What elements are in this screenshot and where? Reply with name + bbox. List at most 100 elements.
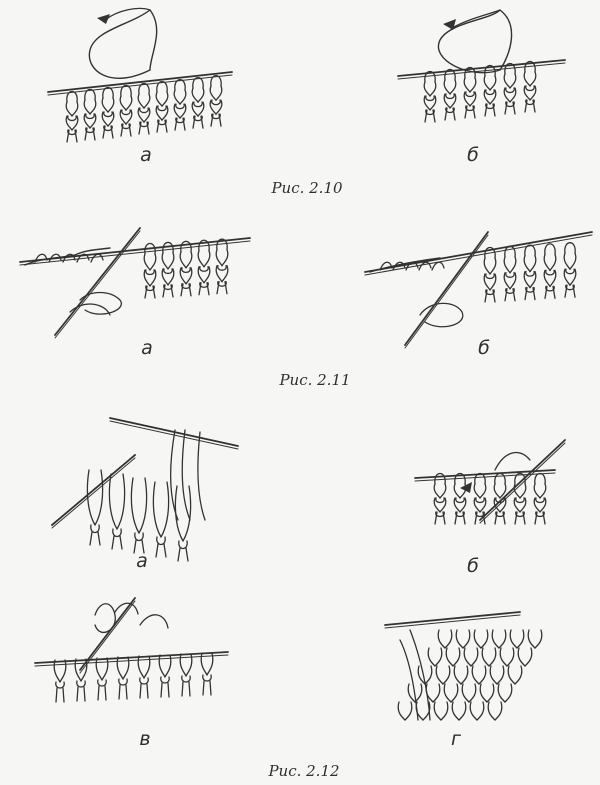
stitch-loop xyxy=(108,473,118,530)
stitch-loop xyxy=(469,701,478,721)
stitch-loop xyxy=(494,472,506,485)
stitch-loop xyxy=(484,246,496,259)
working-yarn xyxy=(88,9,158,79)
fig-2-12-label-g: г xyxy=(451,728,461,750)
stitch-loop xyxy=(158,654,166,678)
stitch-loop xyxy=(451,701,460,721)
stitch-loop xyxy=(120,84,132,97)
stitch-loop xyxy=(514,472,526,485)
stitch-loop xyxy=(180,240,192,253)
stitch-loop xyxy=(491,629,500,649)
fig-2-12-label-v: в xyxy=(139,728,151,750)
stitch-loop xyxy=(463,647,472,667)
stitch-loop xyxy=(53,659,61,683)
knitting-needle xyxy=(364,231,593,273)
right-needle xyxy=(404,231,489,346)
stitch-loop xyxy=(216,238,228,251)
stitch-loop xyxy=(527,629,536,649)
stitch-loop xyxy=(138,82,150,95)
fig-2-10-caption: Рис. 2.10 xyxy=(271,179,343,197)
fig-2-11-label-a: а xyxy=(141,337,153,359)
stitch-loop xyxy=(443,683,452,703)
stitch-loop xyxy=(200,652,208,676)
stitch-loop xyxy=(130,477,140,534)
stitch-loop xyxy=(79,291,123,315)
working-yarn xyxy=(494,451,531,471)
stitch-loop xyxy=(454,472,466,485)
stitch-loop xyxy=(499,647,508,667)
stitch-loop xyxy=(544,243,556,256)
twisted-yarn xyxy=(24,247,111,266)
stitch-loop xyxy=(504,62,516,75)
knitting-needle xyxy=(384,611,521,626)
stitch-loop xyxy=(471,665,480,685)
stitch-loop xyxy=(479,683,488,703)
stitch-loop xyxy=(464,66,476,79)
arrow-icon xyxy=(97,14,110,24)
stitch-loop xyxy=(444,68,456,81)
stitch-loop xyxy=(152,481,162,538)
stitch-loop xyxy=(210,75,222,87)
stitch-loop xyxy=(407,683,416,703)
stitch-loop xyxy=(455,629,464,649)
stitch-loop xyxy=(192,77,204,89)
stitch-loop xyxy=(86,469,96,526)
stitch-loop xyxy=(445,647,454,667)
stitch-loop xyxy=(517,647,526,667)
right-needle xyxy=(79,597,136,671)
fig-2-10-label-a: а xyxy=(140,144,152,166)
stitch-loop xyxy=(473,629,482,649)
fig-2-12-caption: Рис. 2.12 xyxy=(268,762,340,780)
stitch-loop xyxy=(198,239,210,252)
stitch-loop xyxy=(397,701,406,721)
stitch-loop xyxy=(474,472,486,485)
stitch-loop xyxy=(534,472,546,485)
stitch-loop xyxy=(524,60,536,73)
stitch-loop xyxy=(433,701,442,721)
stitch-loop xyxy=(427,647,436,667)
stitch-loop xyxy=(102,86,114,99)
stitch-loop xyxy=(509,629,518,649)
right-needle xyxy=(479,439,566,521)
stitch-loop xyxy=(497,683,506,703)
stitch-loop xyxy=(419,302,464,328)
stitch-loop xyxy=(481,647,490,667)
stitch-loop xyxy=(116,656,124,680)
stitch-loop xyxy=(564,242,576,254)
stitch-loop xyxy=(84,88,96,101)
stitch-loop xyxy=(162,241,174,254)
left-edge-yarn xyxy=(399,639,419,721)
stitch-loop xyxy=(174,78,186,91)
stitch-loop xyxy=(435,665,444,685)
stitch-loop xyxy=(507,665,516,685)
right-needle xyxy=(54,227,141,336)
fig-2-12-label-a: а xyxy=(136,550,148,572)
stitch-loop xyxy=(74,658,82,682)
fig-2-10-label-b: б xyxy=(467,144,479,166)
knitting-needle xyxy=(34,651,229,664)
right-needle xyxy=(51,454,136,526)
stitch-loop xyxy=(94,603,116,634)
stitch-loop xyxy=(437,629,446,649)
stitch-loop xyxy=(524,244,536,257)
knitting-needle xyxy=(47,71,233,93)
fig-2-11-label-b: б xyxy=(478,337,490,359)
stitch-loop xyxy=(487,701,496,721)
stitch-loop xyxy=(179,653,187,677)
stitch-loop xyxy=(144,242,156,255)
stitch-loop xyxy=(95,657,103,681)
stitch-loop xyxy=(417,665,426,685)
long-loop xyxy=(170,429,179,521)
stitch-loop xyxy=(156,80,168,93)
stitch-loop xyxy=(66,90,78,103)
stitch-loop xyxy=(424,70,436,83)
stitch-loop xyxy=(174,485,184,542)
arrow-icon xyxy=(443,19,456,30)
stitch-loop xyxy=(434,472,446,485)
fig-2-11-caption: Рис. 2.11 xyxy=(279,371,351,389)
working-yarn xyxy=(437,9,513,74)
stitch-loop xyxy=(489,665,498,685)
arrow-icon xyxy=(460,482,472,493)
